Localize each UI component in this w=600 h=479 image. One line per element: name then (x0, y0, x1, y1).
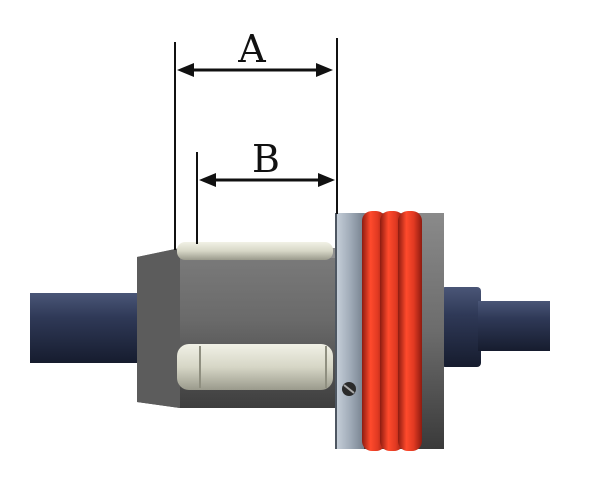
flange-plate (336, 213, 366, 449)
left-shaft (30, 293, 142, 363)
top-pin (177, 242, 333, 260)
dimension-b-arrowhead-left (199, 173, 216, 187)
dimension-a-arrowhead-right (316, 63, 333, 77)
screw-slot (343, 384, 355, 394)
dimension-b-arrowhead-right (318, 173, 335, 187)
dimension-a-arrowhead-left (177, 63, 194, 77)
bottom-pin (177, 344, 333, 390)
right-shaft (478, 301, 550, 351)
seal-ring-3 (398, 211, 422, 451)
dimension-b-label: B (252, 137, 280, 181)
dimension-a-label: A (237, 27, 266, 71)
right-shaft-collar (441, 287, 481, 367)
housing-left-bevel (137, 248, 180, 408)
